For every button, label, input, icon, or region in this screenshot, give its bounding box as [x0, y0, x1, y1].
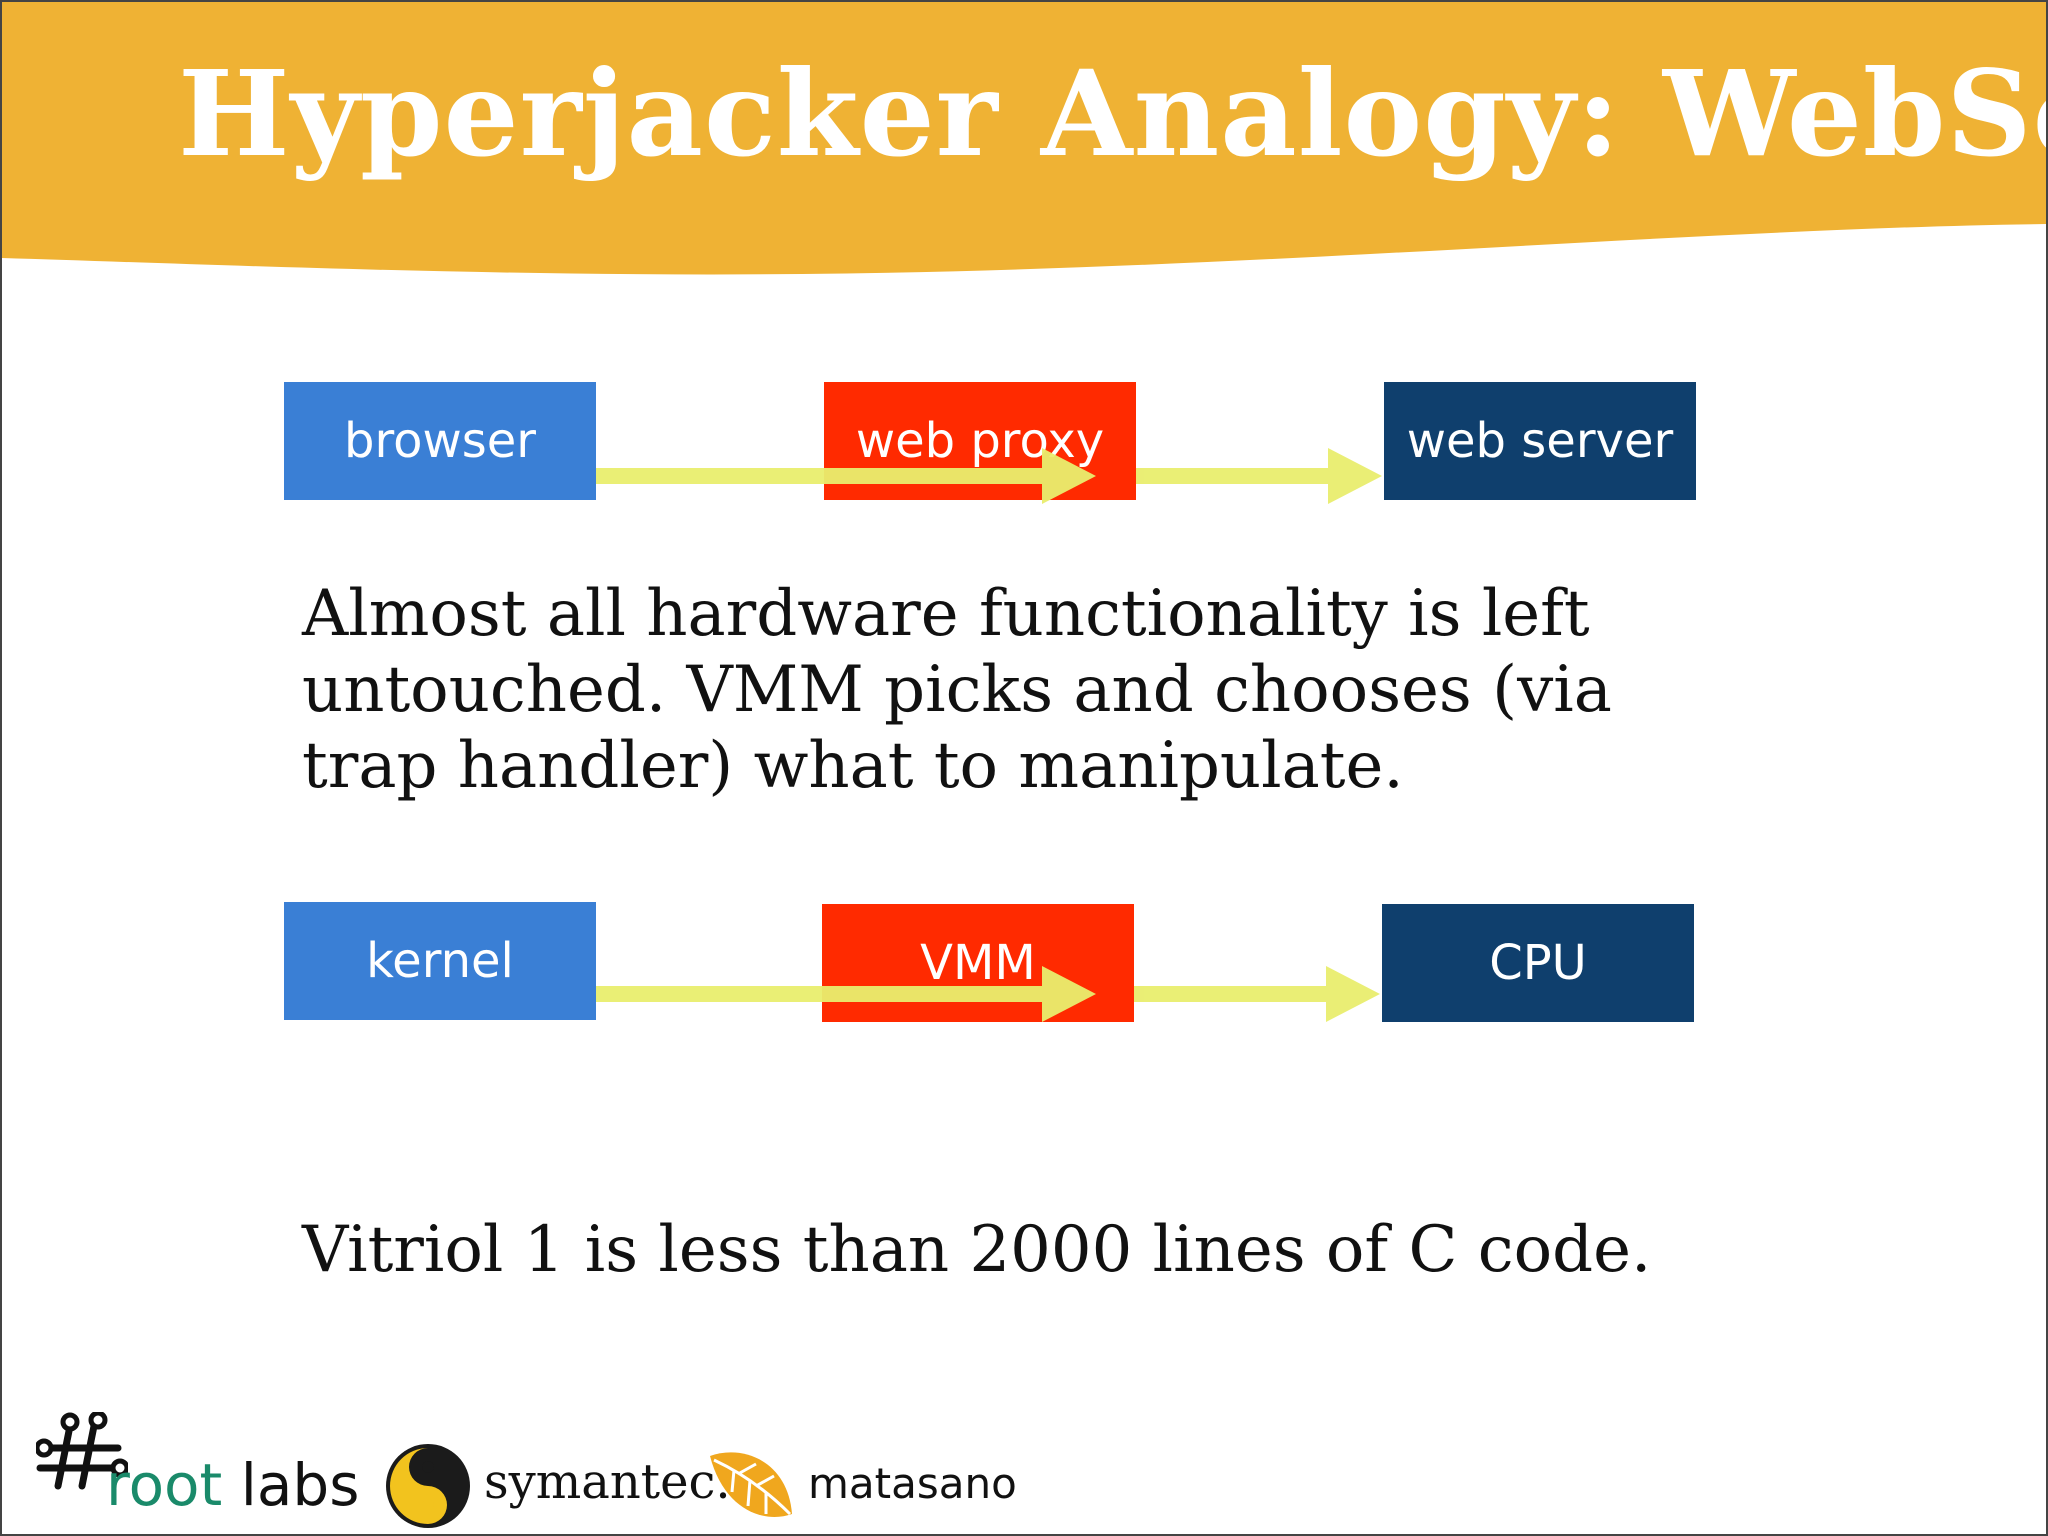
root-labs-wordmark: root labs: [106, 1450, 359, 1520]
cpu-box: CPU: [1382, 904, 1694, 1022]
vmm-box: VMM: [822, 904, 1134, 1022]
labs-word: labs: [222, 1451, 360, 1519]
description-line-2: untouched. VMM picks and chooses (via: [302, 653, 1612, 727]
symantec-text: symantec.: [484, 1454, 731, 1510]
kernel-label: kernel: [366, 933, 514, 989]
symantec-wordmark: symantec.TM: [484, 1452, 748, 1526]
web-server-label: web server: [1406, 413, 1674, 469]
browser-label: browser: [343, 413, 537, 469]
leaf-icon: [710, 1452, 792, 1517]
vmm-label: VMM: [920, 935, 1036, 991]
browser-box: browser: [284, 382, 596, 500]
cpu-label: CPU: [1489, 935, 1587, 991]
arrow-vmm-to-cpu: [1134, 966, 1380, 1022]
web-proxy-box: web proxy: [824, 382, 1136, 500]
arrow-proxy-to-server: [1136, 448, 1382, 504]
web-proxy-label: web proxy: [855, 413, 1105, 469]
slide-title: Hyperjacker Analogy: WebScarab: [178, 44, 2046, 183]
root-word: root: [106, 1451, 223, 1519]
symantec-swirl-icon: [386, 1444, 470, 1528]
description-line-1: Almost all hardware functionality is lef…: [302, 577, 1590, 651]
kernel-box: kernel: [284, 902, 596, 1020]
matasano-wordmark: matasano: [808, 1459, 1017, 1508]
description-line-3: trap handler) what to manipulate.: [302, 729, 1404, 803]
description-text: Almost all hardware functionality is lef…: [302, 576, 1702, 804]
circuit-hash-icon: [36, 1412, 128, 1490]
title-banner: [2, 2, 2046, 275]
web-server-box: web server: [1384, 382, 1696, 500]
footnote-text: Vitriol 1 is less than 2000 lines of C c…: [302, 1213, 1652, 1287]
